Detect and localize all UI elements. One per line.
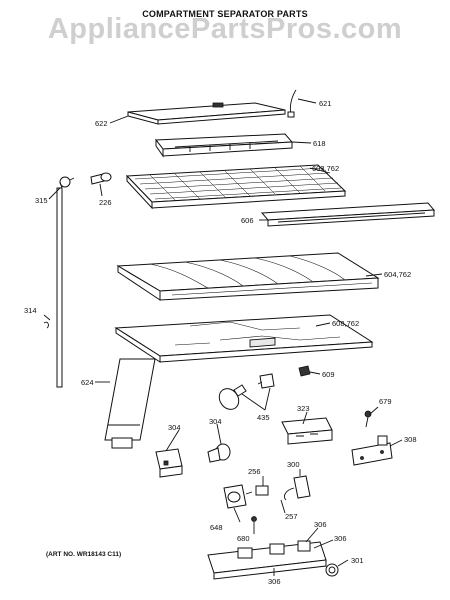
diagram-title: COMPARTMENT SEPARATOR PARTS xyxy=(142,9,308,19)
part-608-bottom xyxy=(114,314,374,363)
callout-604: 604,762 xyxy=(384,270,411,279)
callout-603: 603,762 xyxy=(312,164,339,173)
part-618-housing xyxy=(155,133,294,158)
callout-609: 609 xyxy=(322,370,335,379)
callout-621: 621 xyxy=(319,99,332,108)
callout-306-a: 306 xyxy=(314,520,327,529)
part-609-clip xyxy=(298,365,311,377)
part-621-sensor xyxy=(287,89,297,118)
callout-680: 680 xyxy=(237,534,250,543)
part-308-bracket xyxy=(351,435,393,466)
callout-304-a: 304 xyxy=(168,423,181,432)
callout-608: 608,762 xyxy=(332,319,359,328)
callout-618: 618 xyxy=(313,139,326,148)
leader-lines xyxy=(43,98,403,576)
part-304-switch-a xyxy=(155,448,183,478)
callout-301: 301 xyxy=(351,556,364,565)
part-301-knob xyxy=(325,563,339,577)
part-300-switch xyxy=(283,475,311,501)
art-number: (ART NO. WR18143 C11) xyxy=(46,551,122,558)
callout-257: 257 xyxy=(285,512,298,521)
part-306-bracket xyxy=(207,540,327,580)
part-606-trim xyxy=(260,202,436,227)
watermark: AppliancePartsPros.com xyxy=(47,13,403,45)
callout-606: 606 xyxy=(241,216,254,225)
callout-226: 226 xyxy=(99,198,112,207)
callout-679: 679 xyxy=(379,397,392,406)
callout-308: 308 xyxy=(404,435,417,444)
callout-315: 315 xyxy=(35,196,48,205)
part-256-connector xyxy=(255,485,269,496)
part-323-shield xyxy=(281,417,333,445)
part-315-314-rod xyxy=(43,176,75,388)
callout-306-b: 306 xyxy=(334,534,347,543)
part-624-duct xyxy=(104,358,156,449)
callout-304-b: 304 xyxy=(209,417,222,426)
part-679-screw xyxy=(364,410,372,428)
part-604-pan xyxy=(116,252,380,301)
part-648-thermostat xyxy=(223,484,253,509)
part-435-lamp xyxy=(218,373,275,410)
part-603-shelf xyxy=(125,164,347,210)
callout-323: 323 xyxy=(297,404,310,413)
part-304-switch-b xyxy=(207,443,231,463)
part-622-cover xyxy=(127,102,286,125)
callout-622: 622 xyxy=(95,119,108,128)
callout-314: 314 xyxy=(24,306,37,315)
part-680-screw xyxy=(251,516,257,522)
callout-300: 300 xyxy=(287,460,300,469)
callout-435: 435 xyxy=(257,413,270,422)
callout-624: 624 xyxy=(81,378,94,387)
callout-256: 256 xyxy=(248,467,261,476)
callout-648: 648 xyxy=(210,523,223,532)
callout-306-c: 306 xyxy=(268,577,281,586)
part-226-knob xyxy=(90,172,112,185)
